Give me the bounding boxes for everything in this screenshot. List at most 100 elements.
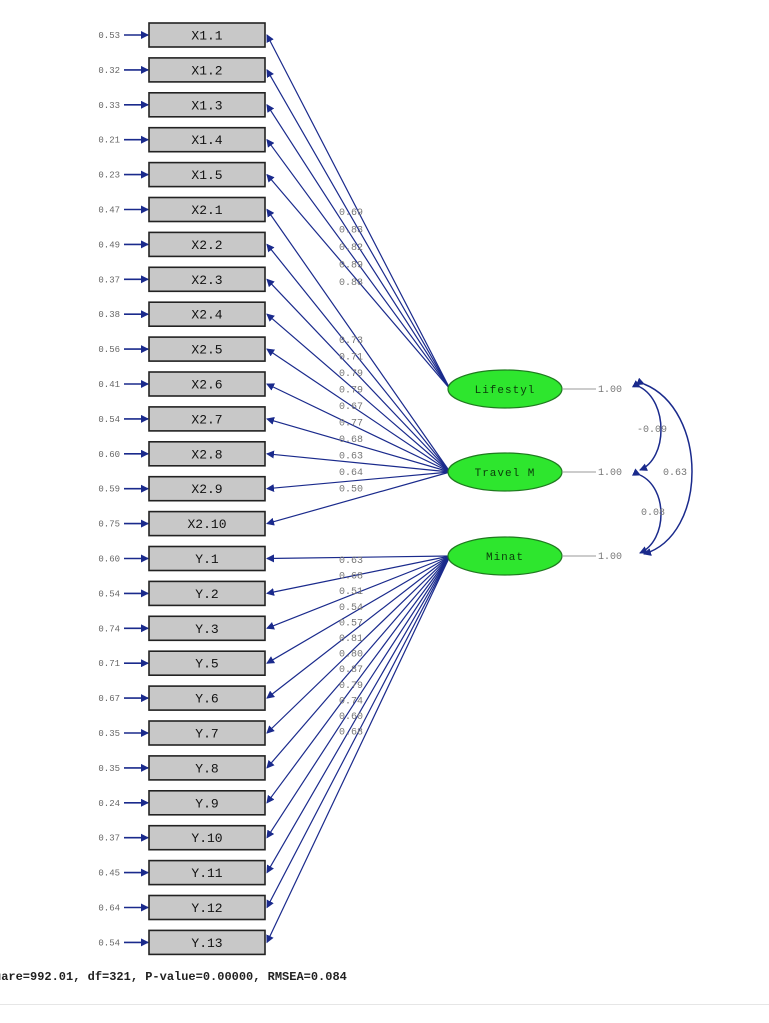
- loading-arrow-minat: [266, 555, 451, 804]
- loading-arrow-minat: [266, 555, 451, 944]
- loading-value-travel-m: 0.64: [339, 468, 363, 479]
- observed-label-y-12: Y.12: [191, 901, 222, 916]
- error-variance-y-13: 0.54: [98, 938, 120, 948]
- loading-arrow-minat: [266, 555, 451, 909]
- observed-label-y-7: Y.7: [195, 727, 218, 742]
- observed-label-x1-2: X1.2: [191, 63, 222, 78]
- loading-value-travel-m: 0.50: [339, 485, 363, 496]
- observed-box-y-11: [148, 859, 266, 886]
- observed-label-x2-3: X2.3: [191, 273, 222, 288]
- loading-value-minat: 0.68: [339, 728, 363, 739]
- loading-arrow-travel-m: [266, 278, 451, 473]
- observed-label-x2-5: X2.5: [191, 343, 222, 358]
- loading-value-minat: 0.74: [339, 696, 363, 707]
- observed-box-y-7: [148, 720, 266, 746]
- error-variance-y-12: 0.64: [98, 904, 120, 914]
- loading-value-minat: 0.87: [339, 665, 363, 676]
- correlation-arc-lifestyl-minat: [636, 377, 693, 556]
- observed-box-y-1: [148, 545, 266, 572]
- observed-box-x2-1: [148, 196, 266, 223]
- loading-value-travel-m: 0.73: [339, 336, 363, 347]
- observed-box-y-8: [148, 755, 266, 781]
- error-variance-x2-10: 0.75: [98, 520, 120, 530]
- error-variance-y-9: 0.24: [98, 799, 120, 809]
- error-variance-x2-5: 0.56: [98, 345, 120, 355]
- loading-value-minat: 0.80: [339, 650, 363, 661]
- observed-box-y-3: [148, 615, 266, 642]
- loading-arrow-minat: [266, 555, 451, 839]
- loading-arrow-travel-m: [266, 450, 451, 473]
- observed-label-x2-7: X2.7: [191, 412, 222, 427]
- error-variance-x2-1: 0.47: [98, 206, 120, 216]
- error-variance-x2-7: 0.54: [98, 415, 120, 425]
- error-variance-y-3: 0.74: [98, 624, 120, 634]
- correlation-arc-travel-m-minat: [631, 468, 662, 554]
- loading-arrow-minat: [266, 555, 451, 734]
- error-variance-x2-9: 0.59: [98, 485, 120, 495]
- observed-label-x1-1: X1.1: [191, 29, 222, 44]
- observed-label-x2-10: X2.10: [187, 517, 226, 532]
- loading-value-minat: 0.81: [339, 634, 363, 645]
- observed-label-y-5: Y.5: [195, 657, 218, 672]
- observed-label-x2-9: X2.9: [191, 482, 222, 497]
- variance-value-minat: 1.00: [598, 552, 622, 563]
- observed-box-x1-3: [148, 92, 266, 118]
- loading-arrow-travel-m: [266, 208, 451, 473]
- observed-box-y-5: [148, 650, 266, 677]
- error-variance-x1-2: 0.32: [98, 66, 120, 76]
- loading-arrow-travel-m: [266, 348, 451, 473]
- loading-arrow-travel-m: [266, 313, 451, 473]
- error-variance-x1-4: 0.21: [98, 136, 120, 146]
- observed-label-x2-6: X2.6: [191, 378, 222, 393]
- observed-box-y-10: [148, 824, 266, 851]
- observed-label-x2-1: X2.1: [191, 203, 222, 218]
- loading-value-travel-m: 0.67: [339, 402, 363, 413]
- error-variance-y-2: 0.54: [98, 589, 120, 599]
- loading-arrow-minat: [266, 555, 451, 664]
- error-variance-x2-8: 0.60: [98, 450, 120, 460]
- error-variance-y-10: 0.37: [98, 834, 120, 844]
- loading-value-minat: 0.54: [339, 603, 363, 614]
- error-variance-y-7: 0.35: [98, 729, 120, 739]
- loading-value-minat: 0.63: [339, 556, 363, 567]
- loading-arrow-minat: [266, 555, 451, 630]
- observed-box-x1-2: [148, 57, 266, 83]
- loading-arrow-lifestyl: [266, 69, 451, 390]
- correlation-value-travel-m-minat: 0.08: [641, 508, 665, 519]
- observed-box-x2-8: [148, 440, 266, 467]
- observed-box-y-2: [148, 580, 266, 607]
- observed-box-x2-9: [148, 475, 266, 502]
- observed-box-x1-5: [148, 161, 266, 188]
- observed-box-x2-2: [148, 231, 266, 258]
- observed-label-y-1: Y.1: [195, 552, 219, 567]
- fit-statistics: uare=992.01, df=321, P-value=0.00000, RM…: [0, 970, 347, 984]
- loading-value-minat: 0.79: [339, 681, 363, 692]
- latent-label-lifestyl: Lifestyl: [475, 385, 536, 397]
- loading-arrow-travel-m: [266, 471, 451, 526]
- error-variance-y-11: 0.45: [98, 869, 120, 879]
- loading-arrow-travel-m: [266, 417, 451, 473]
- loading-value-travel-m: 0.63: [339, 452, 363, 463]
- latent-label-travel-m: Travel M: [475, 468, 536, 480]
- loading-value-minat: 0.60: [339, 712, 363, 723]
- observed-box-y-12: [148, 894, 266, 921]
- variance-value-travel-m: 1.00: [598, 468, 622, 479]
- loading-arrow-minat: [266, 554, 451, 563]
- divider: [0, 1004, 769, 1005]
- observed-box-y-13: [148, 929, 266, 956]
- loading-arrow-minat: [266, 555, 451, 699]
- observed-box-x2-4: [148, 301, 266, 328]
- error-variance-y-8: 0.35: [98, 764, 120, 774]
- loading-value-minat: 0.57: [339, 618, 363, 629]
- observed-label-x1-3: X1.3: [191, 98, 222, 113]
- correlation-value-lifestyl-minat: 0.63: [663, 468, 687, 479]
- observed-label-x1-5: X1.5: [191, 168, 222, 183]
- observed-label-x2-4: X2.4: [191, 308, 222, 323]
- observed-label-y-8: Y.8: [195, 761, 218, 776]
- loading-value-travel-m: 0.79: [339, 386, 363, 397]
- loading-value-lifestyl: 0.89: [339, 261, 363, 272]
- loading-value-travel-m: 0.79: [339, 369, 363, 380]
- observed-label-x2-2: X2.2: [191, 238, 222, 253]
- observed-label-y-3: Y.3: [195, 622, 218, 637]
